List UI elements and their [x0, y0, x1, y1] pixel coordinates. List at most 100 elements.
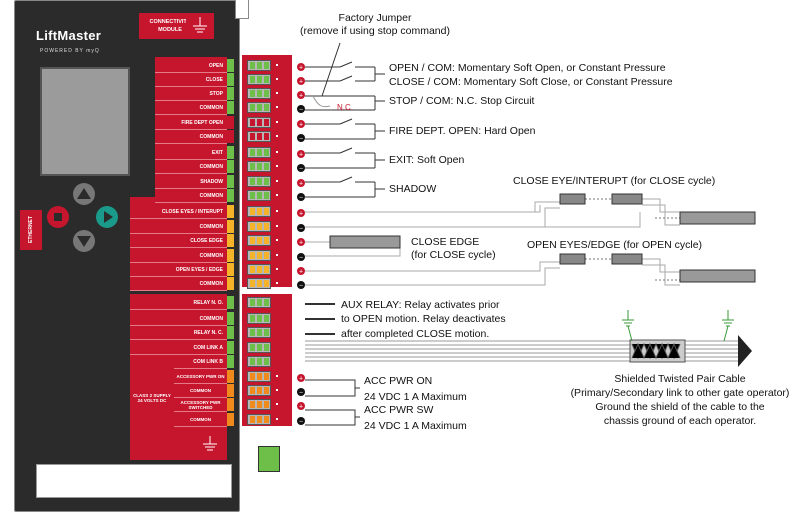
negative-terminal-icon — [297, 224, 305, 232]
label-com-link-a: COM LINK A — [130, 341, 227, 355]
factory-jumper-note: (remove if using stop command) — [300, 25, 450, 37]
screw-terminal[interactable] — [247, 60, 271, 71]
ground-icon — [186, 13, 214, 39]
label-common: COMMON — [155, 130, 227, 144]
terminal-polarity-sign: + — [299, 65, 303, 72]
screw-terminal[interactable] — [247, 342, 271, 353]
cable-note-2: (Primary/Secondary link to other gate op… — [570, 387, 790, 399]
terminal-dot — [276, 375, 278, 377]
screw-terminal[interactable] — [247, 102, 271, 113]
cable-note-1: Shielded Twisted Pair Cable — [614, 373, 746, 385]
label-common: COMMON — [130, 312, 227, 326]
acc-pwr-sw-spec: 24 VDC 1 A Maximum — [364, 420, 467, 432]
terminal-indicator — [227, 384, 234, 397]
terminal-indicator — [227, 160, 234, 173]
label-common: COMMON — [130, 277, 227, 291]
terminal-polarity-sign: + — [299, 240, 303, 247]
positive-terminal-icon — [297, 120, 305, 128]
terminal-dot — [276, 121, 278, 123]
label-close-eyes-interupt: CLOSE EYES / INTERUPT — [130, 205, 227, 219]
ground-icon — [198, 434, 222, 459]
bottom-panel — [36, 464, 232, 498]
screw-terminal[interactable] — [247, 356, 271, 367]
terminal-dot — [276, 268, 278, 270]
terminal-indicator — [227, 277, 234, 290]
terminal-indicator — [227, 130, 234, 143]
up-button[interactable] — [73, 183, 95, 205]
terminal-dot — [276, 239, 278, 241]
enter-button[interactable] — [96, 206, 118, 228]
screw-terminal[interactable] — [247, 414, 271, 425]
stop-button[interactable] — [47, 206, 69, 228]
terminal-dot — [276, 64, 278, 66]
label-common: COMMON — [155, 160, 227, 174]
screw-terminal[interactable] — [247, 371, 271, 382]
negative-terminal-icon — [297, 193, 305, 201]
screw-terminal[interactable] — [247, 221, 271, 232]
display-screen — [40, 67, 130, 176]
screw-terminal[interactable] — [247, 385, 271, 396]
screw-terminal[interactable] — [247, 235, 271, 246]
aux-relay-note-3: after completed CLOSE motion. — [341, 328, 490, 340]
terminal-polarity-sign: + — [299, 79, 303, 86]
terminal-polarity-sign: − — [299, 136, 303, 143]
screw-terminal[interactable] — [247, 399, 271, 410]
terminal-polarity-sign: + — [299, 181, 303, 188]
screw-terminal[interactable] — [247, 74, 271, 85]
positive-terminal-icon — [297, 77, 305, 85]
label-common: COMMON — [130, 220, 227, 234]
aux-relay-note-1: AUX RELAY: Relay activates prior — [341, 299, 500, 311]
screw-terminal[interactable] — [247, 327, 271, 338]
terminal-indicator — [227, 175, 234, 188]
screw-terminal[interactable] — [247, 297, 271, 308]
positive-terminal-icon — [297, 402, 305, 410]
positive-terminal-icon — [297, 150, 305, 158]
label-common: COMMON — [174, 413, 227, 427]
screw-terminal[interactable] — [247, 88, 271, 99]
screw-terminal[interactable] — [247, 313, 271, 324]
screw-terminal[interactable] — [247, 206, 271, 217]
terminal-dot — [276, 151, 278, 153]
positive-terminal-icon — [297, 238, 305, 246]
screw-terminal[interactable] — [247, 190, 271, 201]
terminal-indicator — [227, 205, 234, 218]
terminal-polarity-sign: + — [299, 404, 303, 411]
screw-terminal[interactable] — [247, 264, 271, 275]
label-common: COMMON — [174, 384, 227, 398]
terminal-indicator — [227, 370, 234, 383]
close-edge-note: CLOSE EDGE — [411, 236, 480, 248]
screw-terminal[interactable] — [247, 131, 271, 142]
down-button[interactable] — [73, 230, 95, 252]
terminal-polarity-sign: − — [299, 390, 303, 397]
positive-terminal-icon — [297, 374, 305, 382]
label-fire-dept-open: FIRE DEPT OPEN — [155, 116, 227, 130]
terminal-indicator — [227, 312, 234, 325]
open-com-note: OPEN / COM: Momentary Soft Open, or Cons… — [389, 62, 666, 74]
label-relay-nc: RELAY N. C. — [130, 326, 227, 340]
terminal-dot — [276, 165, 278, 167]
screw-terminal[interactable] — [247, 176, 271, 187]
screw-terminal[interactable] — [247, 250, 271, 261]
terminal-dot — [276, 225, 278, 227]
negative-terminal-icon — [297, 134, 305, 142]
negative-terminal-icon — [297, 105, 305, 113]
terminal-polarity-sign: − — [299, 226, 303, 233]
terminal-polarity-sign: − — [299, 255, 303, 262]
fire-dept-note: FIRE DEPT. OPEN: Hard Open — [389, 125, 536, 137]
screw-terminal[interactable] — [247, 278, 271, 289]
screw-terminal[interactable] — [247, 117, 271, 128]
exit-note: EXIT: Soft Open — [389, 154, 465, 166]
positive-terminal-icon — [297, 209, 305, 217]
terminal-indicator — [227, 341, 234, 354]
terminal-indicator — [227, 398, 234, 411]
label-common: COMMON — [155, 101, 227, 115]
screw-terminal[interactable] — [247, 147, 271, 158]
close-eye-note: CLOSE EYE/INTERUPT (for CLOSE cycle) — [513, 175, 716, 187]
label-close: CLOSE — [155, 73, 227, 87]
terminal-indicator — [227, 101, 234, 114]
aux-relay-note-2: to OPEN motion. Relay deactivates — [341, 313, 506, 325]
screw-terminal[interactable] — [247, 161, 271, 172]
negative-terminal-icon — [297, 164, 305, 172]
stop-com-note: STOP / COM: N.C. Stop Circuit — [389, 95, 535, 107]
